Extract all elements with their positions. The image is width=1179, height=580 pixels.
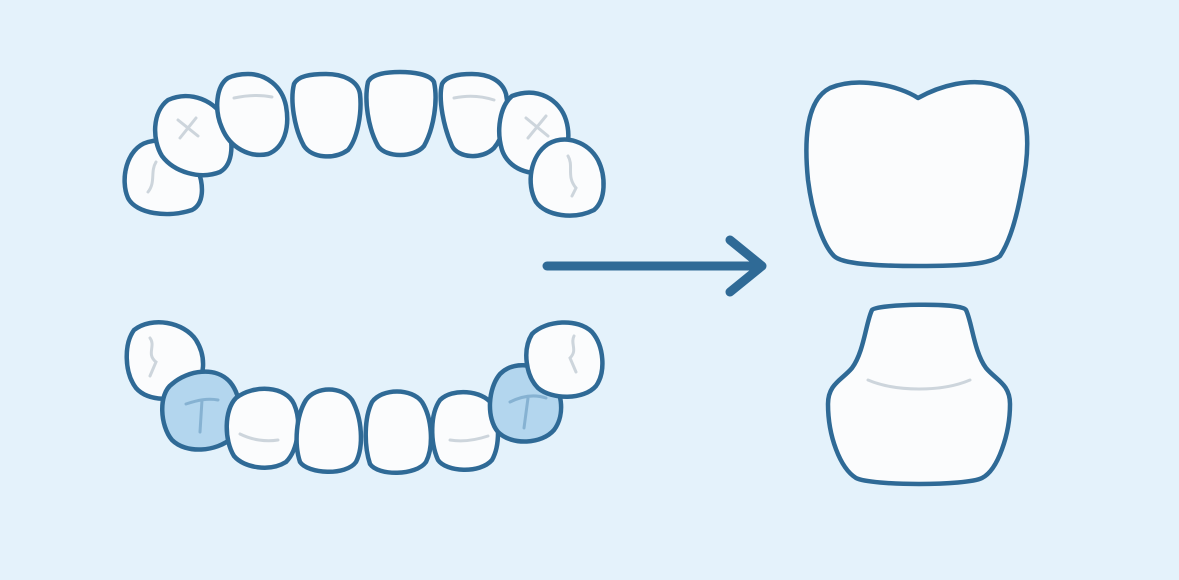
upper-arch [122,69,606,218]
lower-arch [124,320,605,475]
upper-tooth-left-second [152,93,234,178]
upper-tooth-left-lateral [290,71,363,159]
right-arrow [542,235,767,297]
upper-crown [804,79,1030,269]
lower-crown [825,302,1013,487]
upper-right-x-mark [524,114,550,140]
lower-tooth-left-lateral [294,387,364,474]
upper-tooth-right-central [438,71,510,159]
lower-tooth-right-third [524,320,605,399]
upper-tooth-right-first [528,137,606,218]
lower-tooth-left-central [363,389,434,475]
lower-tooth-right-central [430,389,501,472]
upper-tooth-left-central [364,69,438,158]
upper-left-x-mark [176,116,200,140]
upper-tooth-left-first [214,71,290,158]
lower-tooth-left-first [224,386,301,470]
